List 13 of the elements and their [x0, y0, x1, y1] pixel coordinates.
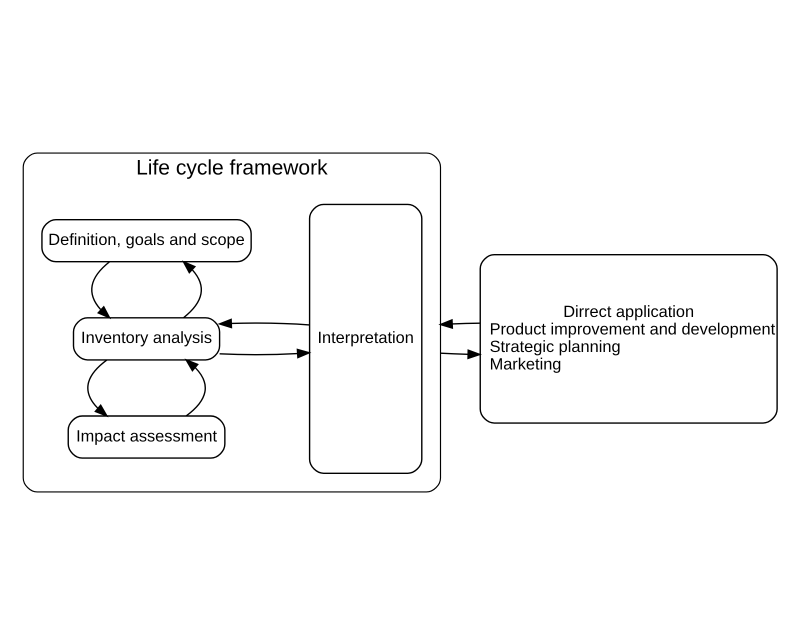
arrow [181, 260, 202, 318]
node-box: Dirrect application Product improvement and development Strategic planning Marketing [479, 254, 778, 424]
arrow [219, 348, 311, 358]
node-box: Impact assessment [67, 414, 226, 458]
node-box: Inventory analysis [72, 316, 220, 360]
arrow [438, 318, 480, 328]
arrow [90, 260, 111, 319]
arrow [86, 358, 108, 417]
node-box: Definition, goals and scope [40, 218, 252, 262]
arrow [184, 358, 206, 416]
node-box: Interpretation [308, 203, 422, 474]
arrow [440, 348, 482, 359]
arrow [216, 318, 309, 328]
